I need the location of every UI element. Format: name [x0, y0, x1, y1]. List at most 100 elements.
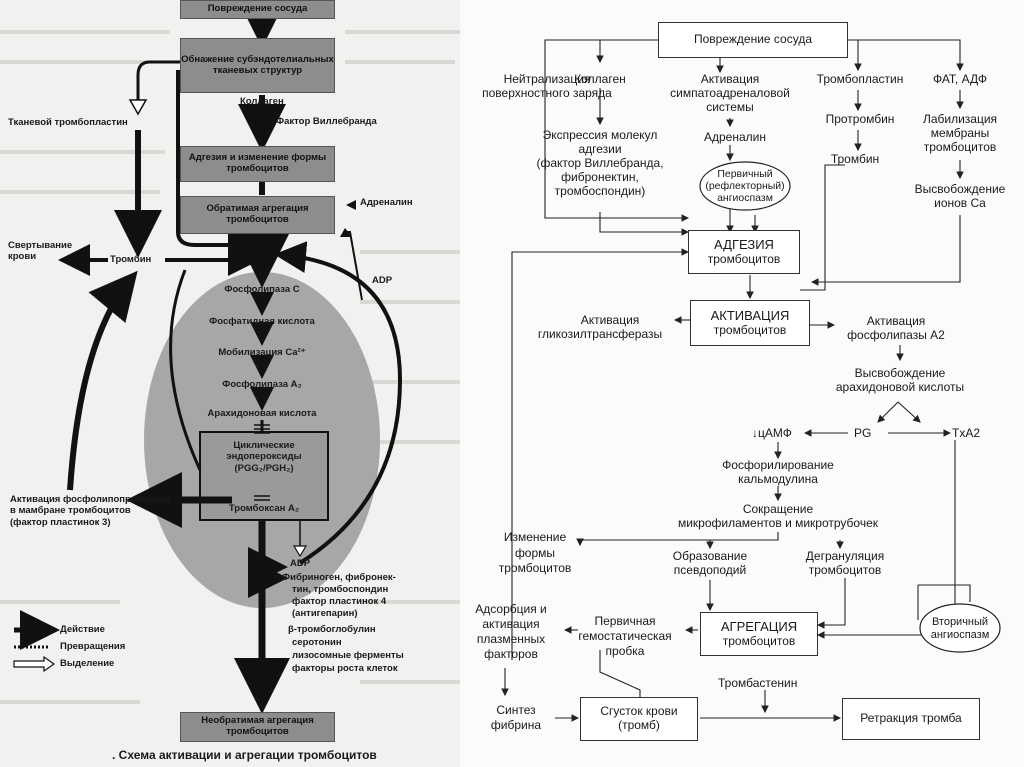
label-glycosyl-0: Активация	[580, 313, 640, 327]
box-clot-line-1: (тромб)	[618, 718, 660, 732]
label-pla2-1: фосфолипазы А2	[847, 328, 945, 342]
left-label-von-willebrand: Фактор Виллебранда	[276, 116, 377, 127]
left-cascade-4: Арахидоновая кислота	[207, 408, 317, 419]
box-aggregation-sub: тромбоцитов	[722, 633, 796, 648]
label-thrombin: Тромбин	[830, 152, 880, 166]
left-box-irreversible: Необратимая агрегация тромбоцитов	[180, 712, 335, 742]
left-label-coagulation: Свертывание крови	[8, 240, 73, 262]
label-primary-spasm-0: Первичный	[717, 168, 773, 180]
left-phospholipoprotein: Активация фосфолипопротеинов в мамбране …	[10, 494, 170, 528]
left-endoperoxides: Циклические эндопероксиды (PGG₂/PGH₂)	[226, 440, 302, 474]
left-box-exposure: Обнажение субэндотелиальных тканевых стр…	[180, 38, 335, 93]
left-cascade-2: Мобилизация Ca²⁺	[218, 347, 306, 358]
box-activation-title: АКТИВАЦИЯ	[710, 307, 790, 323]
label-adsorption-1: активация	[482, 617, 540, 631]
label-neutralization-1: поверхностного заряда	[482, 86, 612, 100]
left-label-tissue-thromboplastin: Тканевой тромбопластин	[8, 117, 128, 128]
left-released-0: Фибриноген, фибронек-	[282, 572, 396, 583]
label-thrombostenin: Тромбастенин	[718, 676, 798, 690]
label-ca-release-1: ионов Ca	[934, 196, 986, 210]
label-fat-adp: ФАТ, АДФ	[933, 72, 987, 86]
label-primary-plug-2: пробка	[605, 644, 645, 658]
label-pg: PG	[854, 426, 872, 440]
label-phosphorylation-0: Фосфорилирование	[722, 458, 834, 472]
label-contraction-1: микрофиламентов и микротрубочек	[677, 516, 879, 530]
left-box-vessel-damage: Повреждение сосуда	[180, 0, 335, 19]
right-diagram-panel: Повреждение сосуда Нейтрализация поверхн…	[460, 0, 1024, 767]
label-neutralization-0: Нейтрализация	[503, 72, 591, 86]
label-thromboplastin: Тромбопластин	[816, 72, 904, 86]
label-shape-change-1: формы	[514, 546, 556, 560]
box-activation-sub: тромбоцитов	[713, 322, 787, 337]
label-labilization-2: тромбоцитов	[923, 140, 997, 154]
label-adhesion-molecules-0: Экспрессия молекул	[542, 128, 658, 142]
left-cascade-3: Фосфолипаза A₂	[222, 379, 302, 390]
left-diagram-graphics	[0, 0, 460, 714]
left-released-6: лизосомные ферменты	[292, 650, 404, 661]
label-pseudopodia-0: Образование	[672, 549, 748, 563]
box-aggregation-title: АГРЕГАЦИЯ	[720, 618, 798, 634]
box-clot-line-0: Сгусток крови	[600, 704, 678, 719]
label-shape-change-0: Изменение	[503, 530, 567, 544]
left-released-1: тин, тромбоспондин	[292, 584, 389, 595]
left-label-collagen: Коллаген	[240, 96, 284, 107]
label-ca-release-0: Высвобождение	[914, 182, 1006, 196]
label-phosphorylation-1: кальмодулина	[738, 472, 818, 486]
box-adhesion-title: АДГЕЗИЯ	[714, 236, 774, 252]
label-pseudopodia-1: псевдоподий	[673, 563, 747, 577]
label-collagen: Коллаген	[574, 72, 626, 86]
label-adsorption-3: факторов	[484, 647, 538, 661]
label-txa2: TxA2	[952, 426, 981, 440]
label-adsorption-0: Адсорбция и	[475, 602, 547, 616]
left-adp-bottom: ADP	[290, 558, 311, 569]
label-secondary-spasm-0: Вторичный	[931, 616, 989, 628]
label-adsorption-2: плазменных	[476, 632, 546, 646]
label-contraction-0: Сокращение	[742, 502, 814, 516]
left-released-4: β-тромбоглобулин	[288, 624, 376, 635]
legend-transform: Превращения	[60, 641, 126, 652]
label-sympathoadrenal-0: Активация	[700, 72, 760, 86]
box-adhesion-sub: тромбоцитов	[707, 251, 781, 266]
right-diagram-graphics	[501, 39, 1001, 722]
label-primary-plug-0: Первичная	[594, 614, 656, 628]
label-sympathoadrenal-1: симпатоадреналовой	[670, 86, 790, 100]
label-secondary-spasm-1: ангиоспазм	[930, 629, 990, 641]
left-label-adp-top: ADP	[372, 275, 393, 286]
left-box-adhesion: Адгезия и изменение формы тромбоцитов	[180, 146, 335, 182]
left-diagram-panel: Повреждение сосуда Обнажение субэндотели…	[0, 0, 460, 767]
label-glycosyl-1: гликозилтрансферазы	[537, 327, 663, 341]
legend-release: Выделение	[60, 658, 115, 669]
left-thromboxane: Тромбоксан A₂	[228, 503, 300, 514]
label-arachidonic-1: арахидоновой кислоты	[835, 380, 965, 394]
label-primary-spasm-2: ангиоспазм	[717, 192, 773, 204]
left-box-reversible-aggregation: Обратимая агрегация тромбоцитов	[180, 196, 335, 234]
box-clot: Сгусток крови (тромб)	[580, 697, 698, 741]
label-primary-spasm-1: (рефлекторный)	[705, 180, 785, 192]
box-adhesion: АДГЕЗИЯ тромбоцитов	[688, 230, 800, 274]
box-aggregation: АГРЕГАЦИЯ тромбоцитов	[700, 612, 818, 656]
left-cascade-0: Фосфолипаза С	[224, 284, 300, 295]
label-adhesion-molecules-3: фибронектин,	[561, 170, 639, 184]
box-retraction: Ретракция тромба	[842, 698, 980, 740]
box-activation: АКТИВАЦИЯ тромбоцитов	[690, 300, 810, 346]
left-released-7: факторы роста клеток	[292, 663, 398, 674]
label-labilization-1: мембраны	[930, 126, 990, 140]
label-adhesion-molecules-4: тромбоспондин)	[554, 184, 646, 198]
label-fibrin-0: Синтез	[496, 703, 536, 717]
left-caption: . Схема активации и агрегации тромбоцито…	[112, 748, 377, 762]
label-prothrombin: Протромбин	[825, 112, 895, 126]
label-shape-change-2: тромбоцитов	[498, 561, 572, 575]
left-released-2: фактор пластинок 4	[292, 596, 387, 607]
legend-action: Действие	[60, 624, 105, 635]
label-arachidonic-0: Высвобождение	[854, 366, 946, 380]
left-cascade-1: Фосфатидная кислота	[209, 316, 315, 327]
label-fibrin-1: фибрина	[490, 718, 542, 732]
label-adrenaline: Адреналин	[704, 130, 766, 144]
left-released-3: (антигепарин)	[292, 608, 358, 619]
label-pla2-0: Активация	[866, 314, 926, 328]
label-degranulation-0: Дегрануляция	[805, 549, 885, 563]
box-vessel-damage: Повреждение сосуда	[658, 22, 848, 58]
label-degranulation-1: тромбоцитов	[808, 563, 882, 577]
label-adhesion-molecules-1: адгезии	[578, 142, 622, 156]
label-primary-plug-1: гемостатическая	[578, 629, 672, 643]
